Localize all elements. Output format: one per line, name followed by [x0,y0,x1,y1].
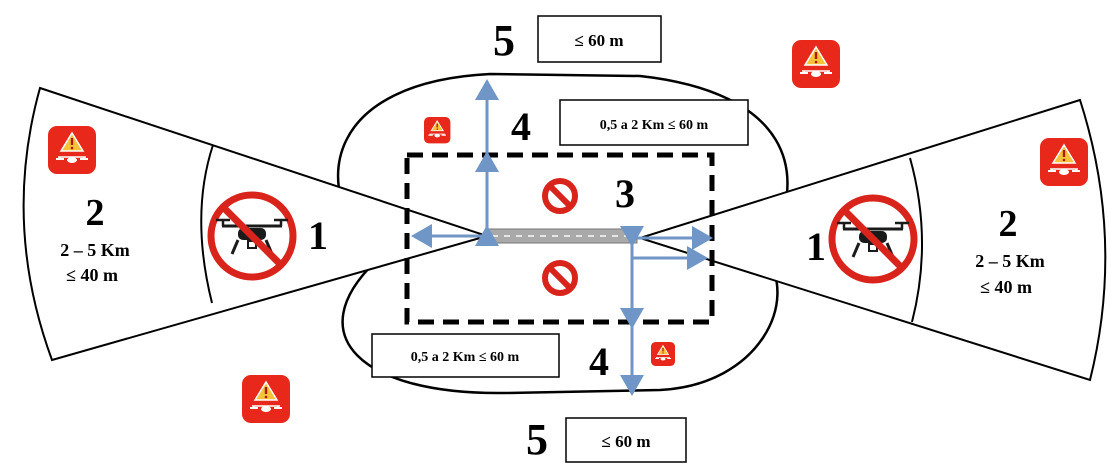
zone1-left-arc [200,144,214,304]
drone-warning-icon [47,125,97,175]
zone3-number: 3 [615,171,635,216]
zone2-right-number: 2 [999,203,1018,245]
no-drone-icon [832,198,914,280]
zone5-top-limit: ≤ 60 m [575,31,624,50]
drone-warning-icon [1039,137,1089,187]
zone4-bottom-limit: 0,5 a 2 Km ≤ 60 m [411,350,520,365]
zone1-left-number: 1 [308,213,328,258]
zone4-top-number: 4 [511,104,531,149]
drone-warning-icon [423,116,451,144]
zone5-bottom-number: 5 [526,415,548,464]
zone4-oval [336,72,789,395]
drone-warning-icon [791,39,841,89]
zone5-bottom-box [565,417,687,463]
zone2-left-limit: ≤ 40 m [66,265,118,285]
zone2-right-limit: ≤ 40 m [980,277,1032,297]
zone5-top-number: 5 [493,16,515,65]
zone2-left-distance: 2 – 5 Km [60,240,130,260]
zone4-bottom-number: 4 [589,339,609,384]
zone2-left-number: 2 [86,192,105,234]
drone-warning-icon [650,341,676,367]
zone2-right-distance: 2 – 5 Km [975,251,1045,271]
prohibited-icon [545,263,575,293]
distance-arrows [411,79,713,396]
no-drone-icon [211,195,293,277]
zone1-right-arc [909,157,924,323]
zone4-top-limit: 0,5 a 2 Km ≤ 60 m [600,118,709,133]
zone5-top-box [537,15,662,63]
zone4-bottom-box [371,333,560,378]
zone1-right-number: 1 [806,224,826,269]
zone4-top-box [559,99,749,146]
zone5-bottom-limit: ≤ 60 m [602,432,651,451]
prohibited-icon [545,181,575,211]
drone-warning-icon [241,374,291,424]
